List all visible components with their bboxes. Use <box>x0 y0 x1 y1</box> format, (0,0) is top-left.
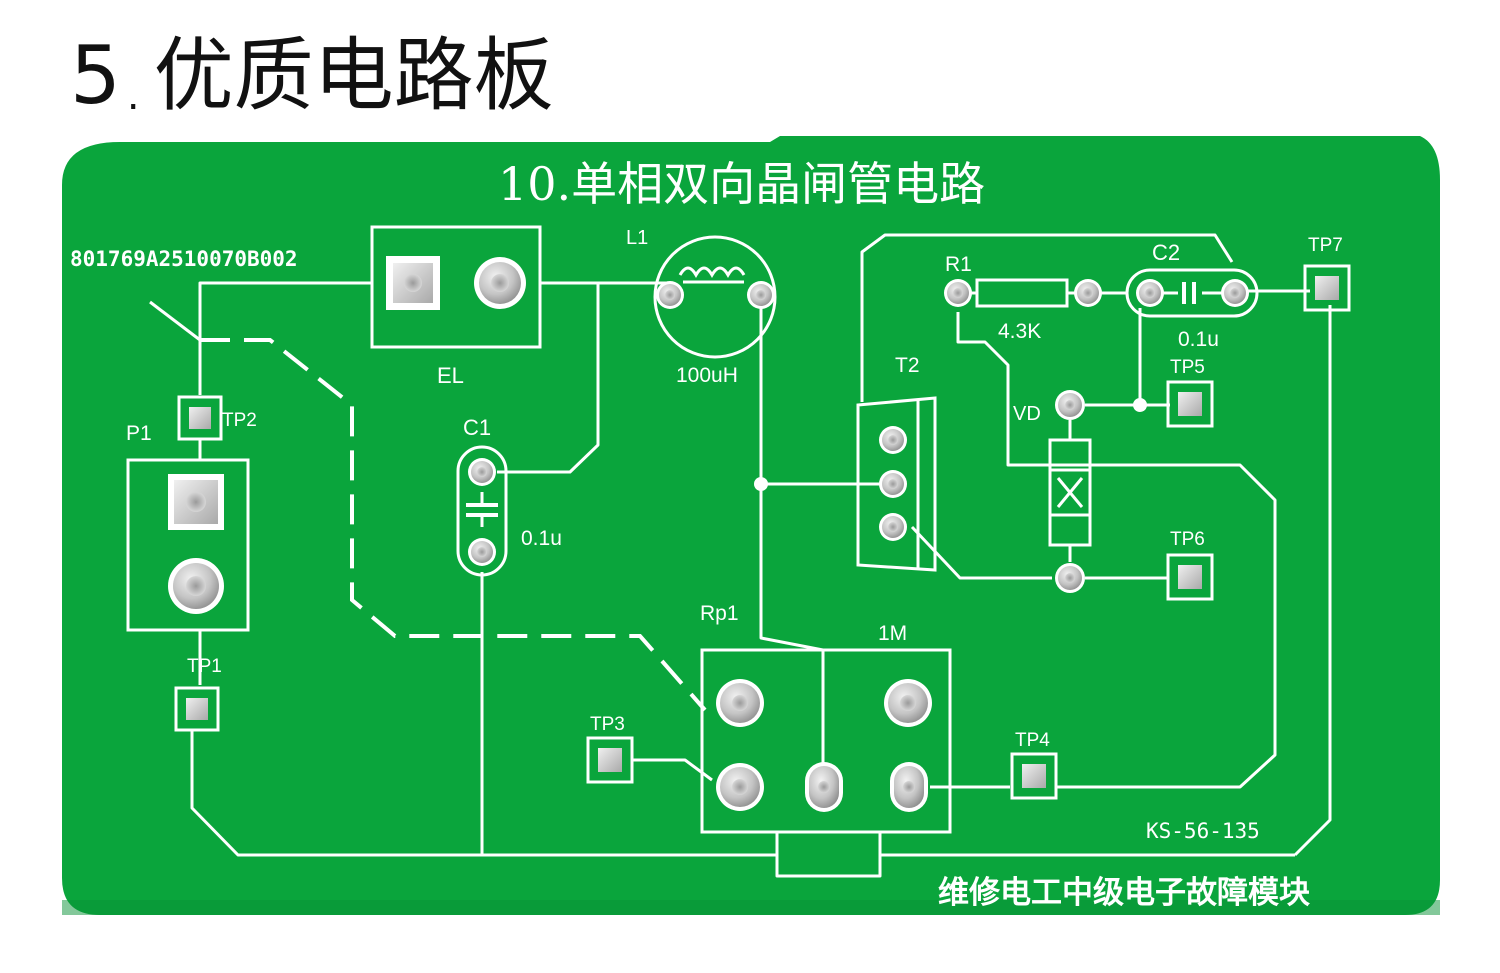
label-l1: L1 <box>626 227 648 249</box>
board-model-code: KS-56-135 <box>1146 819 1260 843</box>
label-c1: C1 <box>463 415 491 440</box>
value-c1: 0.1u <box>521 527 562 550</box>
heading-text: 优质电路板 <box>153 29 554 122</box>
heading-dot: . <box>126 73 140 119</box>
heading-number: 5 <box>70 29 121 122</box>
label-el: EL <box>437 363 464 388</box>
label-tp4: TP4 <box>1015 730 1050 751</box>
label-r1: R1 <box>945 253 972 276</box>
board-title: 10.单相双向晶闸管电路 <box>498 157 985 211</box>
silkscreen-traces <box>149 233 1332 878</box>
tp5-pad <box>1166 380 1214 428</box>
silkscreen-dashed-outline <box>200 338 707 712</box>
rp1-potentiometer <box>700 648 952 834</box>
label-tp7: TP7 <box>1308 235 1343 256</box>
label-tp2: TP2 <box>222 410 257 431</box>
tp3-pad <box>586 736 634 784</box>
board-serial-number: 801769A2510070B002 <box>70 247 298 271</box>
label-t2: T2 <box>895 354 920 377</box>
tp1-pad <box>174 686 220 732</box>
label-p1: P1 <box>126 422 152 445</box>
c1-capacitor <box>456 445 508 577</box>
l1-inductor <box>653 235 777 359</box>
label-c2: C2 <box>1152 240 1180 265</box>
value-rp1: 1M <box>878 622 907 645</box>
label-tp1: TP1 <box>187 656 222 677</box>
tp4-pad <box>1010 752 1058 800</box>
page-heading: 5. 优质电路板 <box>70 28 554 144</box>
value-l1: 100uH <box>676 364 738 387</box>
tp6-pad <box>1166 553 1214 601</box>
tp7-pad <box>1303 264 1351 312</box>
label-rp1: Rp1 <box>700 602 739 625</box>
value-c2: 0.1u <box>1178 328 1219 351</box>
label-tp6: TP6 <box>1170 529 1205 550</box>
vd-diac <box>1048 390 1092 593</box>
pcb-edge-shading <box>62 900 1440 915</box>
testpoint-pads <box>174 264 1351 800</box>
tp2-pad <box>177 395 223 441</box>
p1-power-connector <box>126 458 250 632</box>
c2-capacitor <box>1125 268 1259 318</box>
label-tp5: TP5 <box>1170 357 1205 378</box>
board-footer-text: 维修电工中级电子故障模块 <box>938 875 1310 911</box>
r1-resistor <box>944 278 1102 308</box>
t2-triac <box>856 396 937 572</box>
label-tp3: TP3 <box>590 714 625 735</box>
pcb-substrate <box>62 136 1440 915</box>
label-vd: VD <box>1013 403 1041 425</box>
el-lamp-socket <box>370 225 542 349</box>
value-r1: 4.3K <box>998 320 1041 343</box>
